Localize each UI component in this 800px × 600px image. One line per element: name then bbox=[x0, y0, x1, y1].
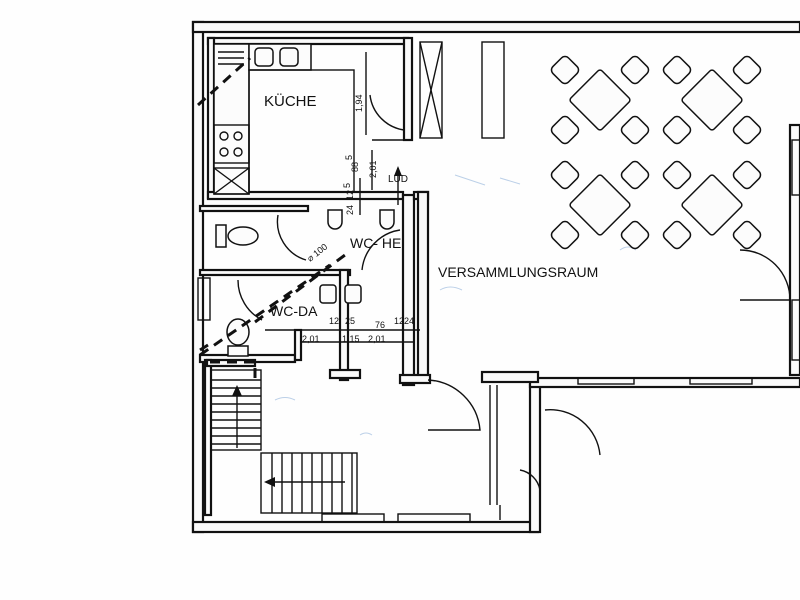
table-group bbox=[550, 160, 650, 250]
windows bbox=[321, 139, 800, 523]
chair bbox=[620, 115, 650, 145]
table-group bbox=[550, 55, 650, 145]
chair bbox=[732, 160, 762, 190]
chair bbox=[620, 160, 650, 190]
vent-line bbox=[196, 56, 346, 380]
pipe-label: ⌀ 100 bbox=[305, 242, 329, 264]
dim-5b: 5 bbox=[342, 183, 352, 188]
hall-label: VERSAMMLUNGSRAUM bbox=[438, 264, 598, 280]
table bbox=[681, 174, 743, 236]
table-group bbox=[662, 160, 762, 250]
stairs bbox=[210, 369, 358, 514]
kitchen-fixtures bbox=[213, 43, 355, 195]
chair bbox=[662, 160, 692, 190]
dim-201-vertical: 2,01 bbox=[368, 160, 378, 178]
vent-label: LÜD bbox=[388, 173, 408, 185]
chair bbox=[732, 55, 762, 85]
wc-women-label: WC-DA bbox=[270, 303, 318, 319]
dim-bottom-25: 25 bbox=[345, 316, 355, 326]
chair bbox=[620, 220, 650, 250]
dining-tables bbox=[550, 55, 762, 250]
dim-bottom-24: 24 bbox=[404, 316, 414, 326]
interior-walls bbox=[198, 36, 432, 517]
kitchen-label: KÜCHE bbox=[264, 92, 317, 110]
dim-bottom-201-a: 2,01 bbox=[302, 334, 320, 344]
table bbox=[569, 69, 631, 131]
dim-bottom-201-b: 2,01 bbox=[368, 334, 386, 344]
dim-bottom-12: 12 bbox=[329, 316, 339, 326]
stair-arrows bbox=[232, 385, 345, 487]
storage-shelves bbox=[419, 41, 505, 139]
chair bbox=[550, 220, 580, 250]
dim-12: 12 bbox=[345, 190, 355, 200]
chair bbox=[732, 220, 762, 250]
dim-bottom-115: 1,15 bbox=[342, 334, 360, 344]
wc-men-label: WC- HE bbox=[350, 235, 401, 251]
table bbox=[569, 174, 631, 236]
table bbox=[681, 69, 743, 131]
outer-walls bbox=[191, 20, 800, 534]
dimension-lines bbox=[265, 52, 420, 343]
chair bbox=[662, 115, 692, 145]
dim-24: 24 bbox=[345, 205, 355, 215]
chair bbox=[550, 55, 580, 85]
chair bbox=[550, 160, 580, 190]
faint-marks bbox=[274, 174, 637, 436]
chair bbox=[732, 115, 762, 145]
doors bbox=[237, 94, 791, 520]
chair bbox=[662, 220, 692, 250]
dim-5: 5 bbox=[344, 155, 354, 160]
table-group bbox=[662, 55, 762, 145]
dim-bottom-76: 76 bbox=[375, 320, 385, 330]
sanitary-fixtures bbox=[197, 209, 395, 357]
chair bbox=[550, 115, 580, 145]
chair bbox=[662, 55, 692, 85]
chair bbox=[620, 55, 650, 85]
dim-kitchen-height: 1,94 bbox=[354, 94, 364, 112]
dim-88: 88 bbox=[350, 162, 360, 172]
dim-bottom-12b: 12 bbox=[394, 316, 404, 326]
